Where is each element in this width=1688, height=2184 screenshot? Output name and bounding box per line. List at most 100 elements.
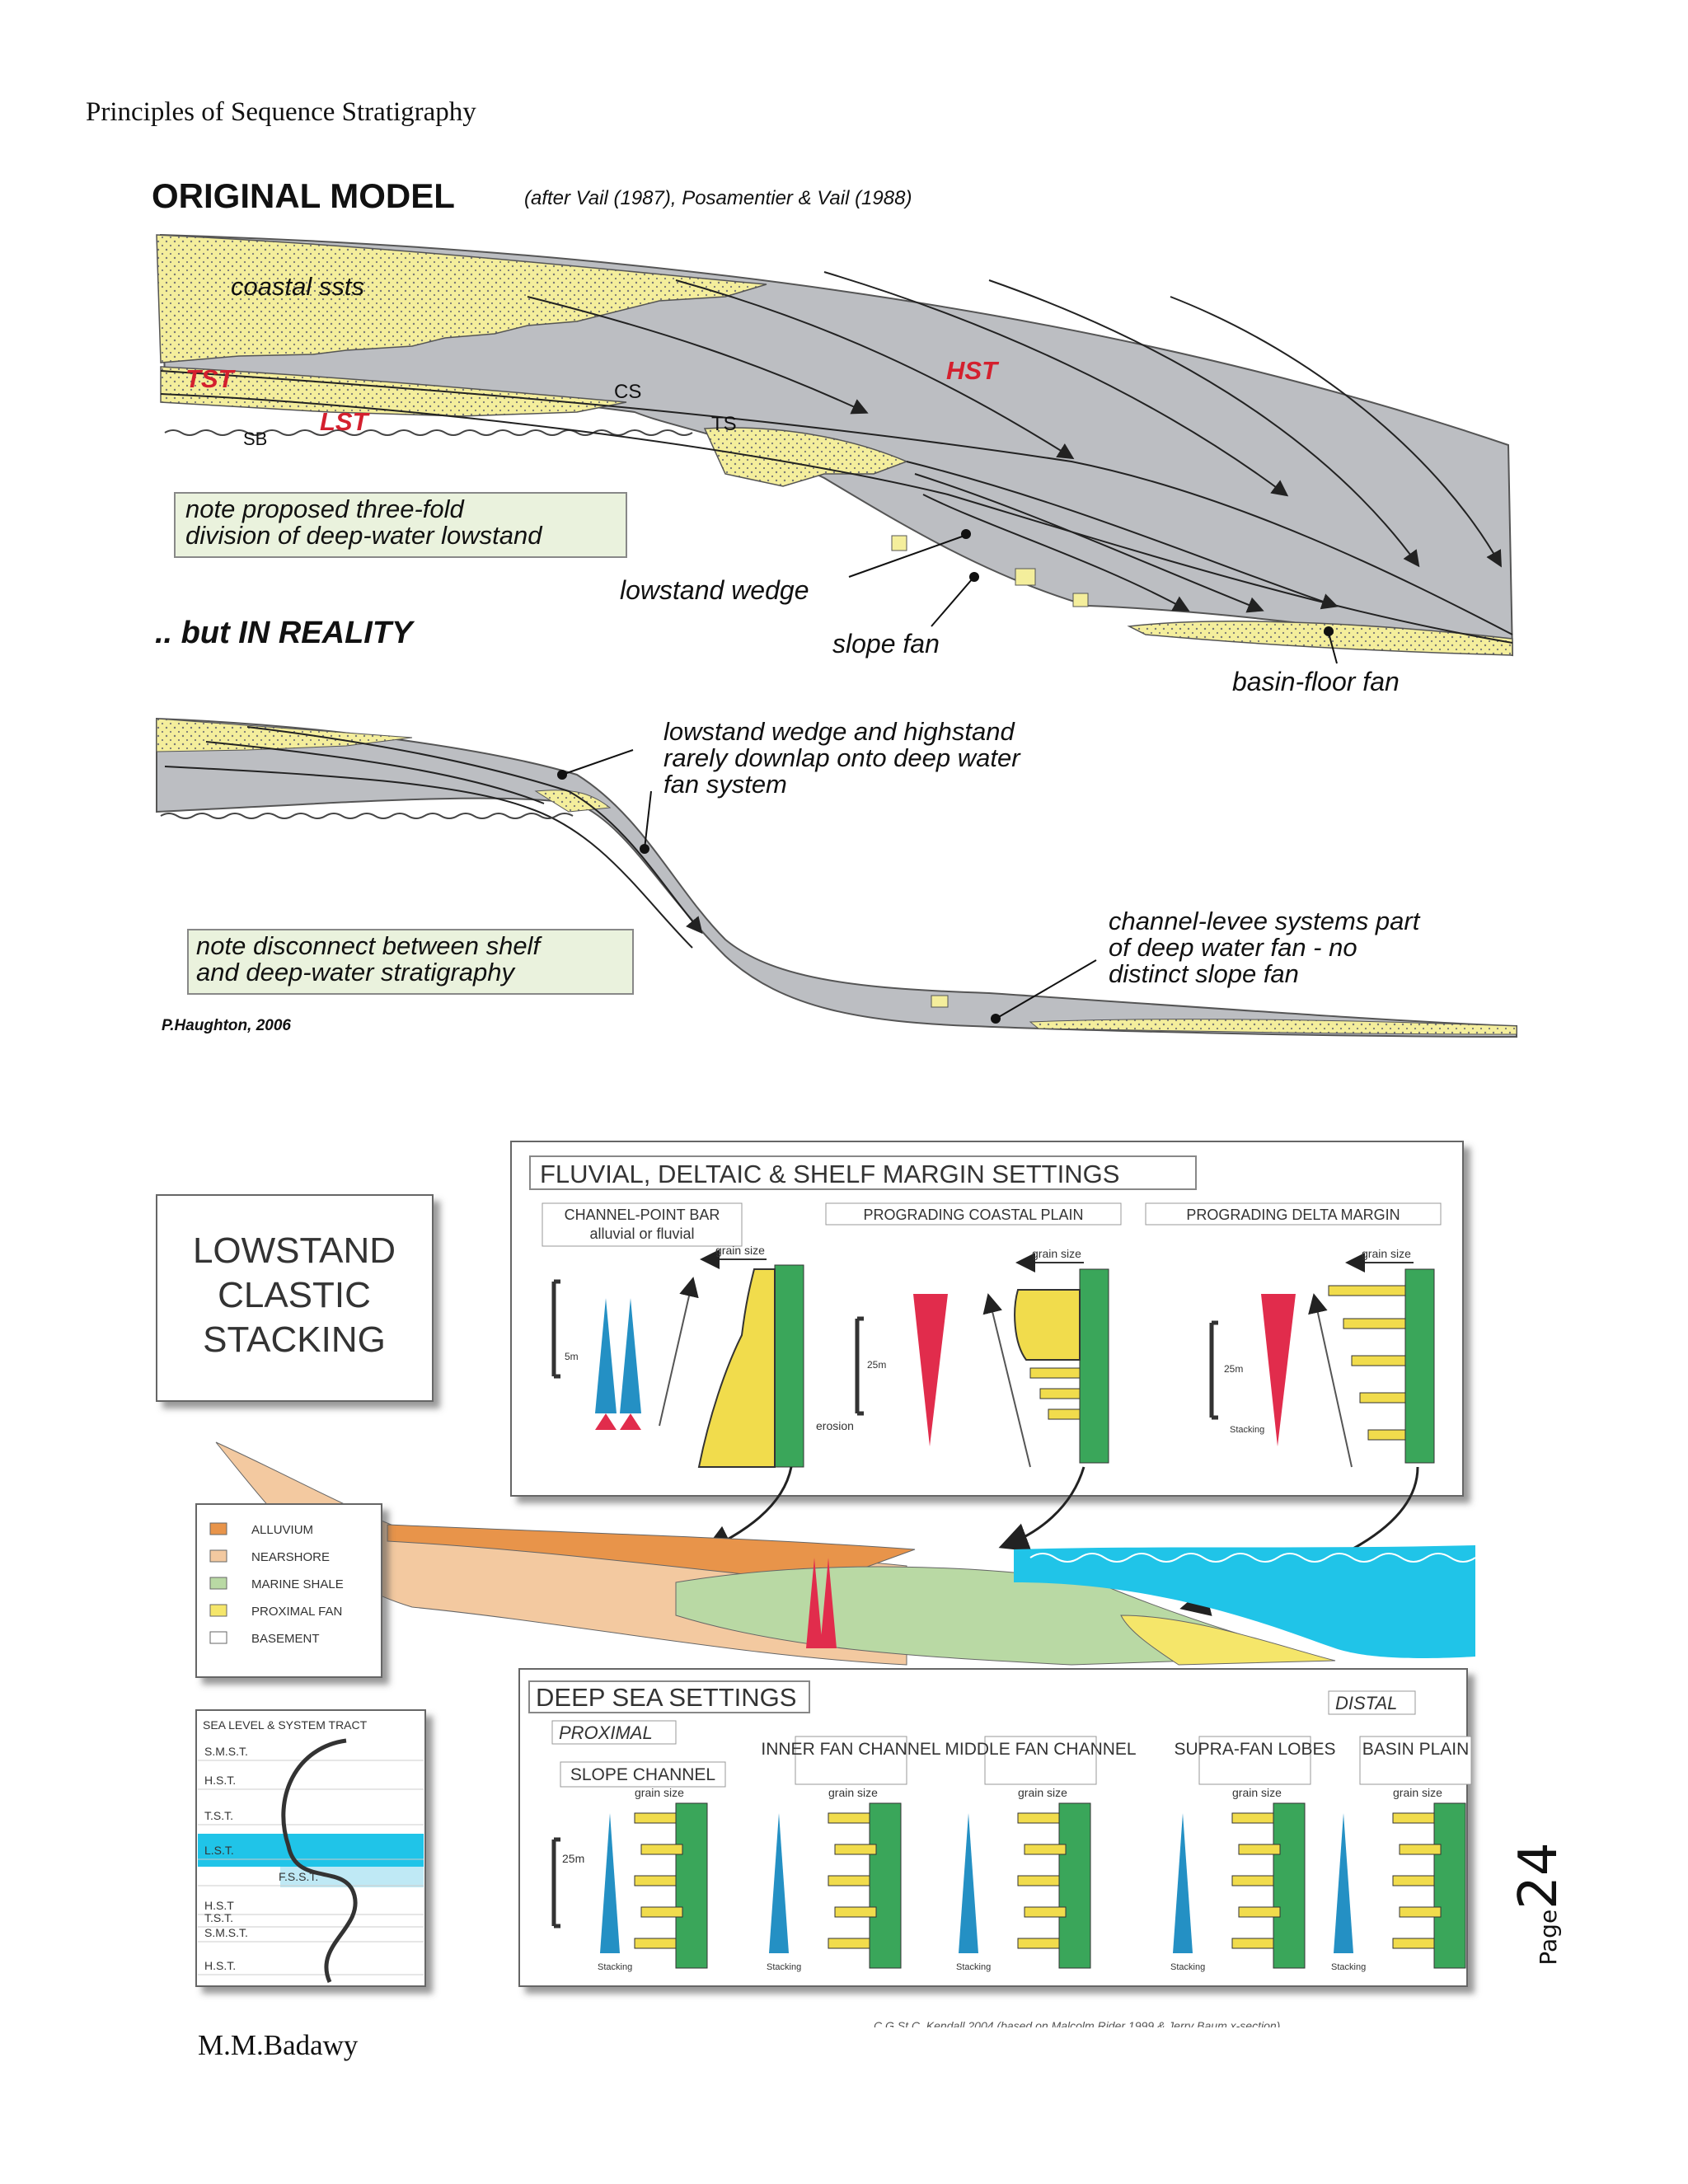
deep-col-label: SLOPE CHANNEL bbox=[570, 1765, 715, 1784]
yellow-bed bbox=[828, 1812, 870, 1824]
yellow-bed bbox=[834, 1844, 877, 1855]
note-box-disconnect bbox=[187, 929, 634, 995]
green-column bbox=[675, 1802, 708, 1969]
deep-col-frame bbox=[1359, 1736, 1472, 1785]
reality-note1-line1: lowstand wedge and highstand bbox=[663, 717, 1015, 746]
lst-band bbox=[198, 1834, 424, 1867]
blue-trend-triangle bbox=[1173, 1813, 1193, 1953]
downlap-arrows bbox=[527, 271, 1502, 613]
legend-label: ALLUVIUM bbox=[251, 1523, 313, 1537]
fig2-credit: C.G.St.C. Kendall 2004 (based on Malcolm… bbox=[874, 2019, 1280, 2027]
yellow-bed bbox=[634, 1812, 677, 1824]
tract-label: S.M.S.T. bbox=[204, 1745, 248, 1758]
legend-label: NEARSHORE bbox=[251, 1550, 330, 1564]
yellow-bed bbox=[828, 1875, 870, 1886]
yellow-bed bbox=[1017, 1938, 1060, 1949]
deep-sea-title-frame bbox=[528, 1680, 810, 1713]
yellow-bed bbox=[834, 1906, 877, 1918]
yellow-bed bbox=[1231, 1875, 1274, 1886]
yellow-bed bbox=[1238, 1906, 1281, 1918]
stacking-label: Stacking bbox=[956, 1962, 991, 1972]
lowstand-title-3: STACKING bbox=[203, 1319, 386, 1360]
label-lst: LST bbox=[320, 407, 371, 436]
col-prograding-delta-frame bbox=[1145, 1202, 1442, 1226]
reality-arrows bbox=[164, 726, 703, 949]
green-column bbox=[869, 1802, 902, 1969]
stacking-label: Stacking bbox=[1331, 1962, 1366, 1972]
tract-label: T.S.T. bbox=[204, 1911, 233, 1924]
label-ts: TS bbox=[711, 413, 737, 435]
reality-fan-sand bbox=[1029, 1019, 1517, 1035]
pointer-dot bbox=[557, 770, 567, 780]
slope-fan-blob bbox=[1015, 568, 1036, 586]
stacking-label: Stacking bbox=[598, 1962, 632, 1972]
grain-size-label: grain size bbox=[828, 1786, 878, 1799]
deep-col-frame bbox=[795, 1736, 907, 1785]
col-prograding-coastal: PROGRADING COASTAL PLAIN bbox=[863, 1207, 1083, 1223]
pointer-dot bbox=[1324, 626, 1334, 636]
grain-size-label: grain size bbox=[1393, 1786, 1442, 1799]
blue-trend-triangle bbox=[1334, 1813, 1353, 1953]
col-channel-point-bar-sub: alluvial or fluvial bbox=[589, 1226, 694, 1242]
label-slope-fan: slope fan bbox=[832, 629, 940, 658]
yellow-bed bbox=[1392, 1875, 1435, 1886]
reality-note1-line3: fan system bbox=[663, 770, 787, 799]
reality-channel-blob bbox=[931, 995, 949, 1008]
yellow-bed bbox=[634, 1875, 677, 1886]
deep-col-label: MIDDLE FAN CHANNEL bbox=[945, 1740, 1136, 1759]
lowstand-title-box bbox=[156, 1194, 434, 1402]
legend-swatch bbox=[209, 1522, 227, 1535]
tract-labels: S.M.S.T.H.S.T.T.S.T.L.S.T.F.S.S.T.H.S.TT… bbox=[198, 1745, 424, 1975]
surface-lines bbox=[160, 370, 1513, 644]
deep-col-frame bbox=[1198, 1736, 1311, 1785]
green-column bbox=[1273, 1802, 1306, 1969]
pointer-dot bbox=[991, 1014, 1001, 1024]
blue-trend-triangle bbox=[959, 1813, 978, 1953]
tract-label: T.S.T. bbox=[204, 1809, 233, 1822]
log-prograding-delta: 25m Stacking grain size bbox=[1209, 1247, 1435, 1468]
yellow-bed bbox=[640, 1844, 683, 1855]
legend-label: PROXIMAL FAN bbox=[251, 1605, 342, 1619]
cross-section bbox=[215, 1441, 1476, 1666]
scale-25m: 25m bbox=[562, 1852, 584, 1865]
yellow-bed bbox=[1231, 1812, 1274, 1824]
blue-trend-triangle bbox=[769, 1813, 789, 1953]
basin-floor-fan bbox=[1127, 621, 1513, 656]
grain-size-label: grain size bbox=[1362, 1247, 1411, 1260]
figure-lowstand-stacking: LOWSTAND CLASTIC STACKING FLUVIAL, DELTA… bbox=[156, 1141, 1476, 2027]
yellow-bed bbox=[1024, 1844, 1067, 1855]
stacking-label: Stacking bbox=[1170, 1962, 1205, 1972]
log-prograding-coastal: 25m grain size bbox=[855, 1247, 1109, 1468]
lowstand-title-1: LOWSTAND bbox=[193, 1230, 396, 1271]
yellow-bed bbox=[1238, 1844, 1281, 1855]
tract-label: H.S.T. bbox=[204, 1959, 236, 1972]
yellow-bed bbox=[1231, 1938, 1274, 1949]
label-basin-floor-fan: basin-floor fan bbox=[1232, 667, 1400, 696]
grain-size-label: grain size bbox=[1232, 1786, 1282, 1799]
col-channel-point-bar: CHANNEL-POINT BAR bbox=[565, 1207, 720, 1223]
yellow-bed bbox=[640, 1906, 683, 1918]
fig1-title: ORIGINAL MODEL bbox=[152, 176, 455, 215]
slope-fan-blob bbox=[891, 535, 907, 551]
fig1-credit: P.Haughton, 2006 bbox=[162, 1017, 291, 1034]
yellow-bed bbox=[828, 1938, 870, 1949]
stacking-label: Stacking bbox=[1230, 1425, 1264, 1435]
page-number: Page 24 bbox=[1508, 1842, 1640, 1965]
sea-level-curve bbox=[281, 1738, 358, 1984]
scale-25m: 25m bbox=[867, 1359, 886, 1371]
deep-col-label: SUPRA-FAN LOBES bbox=[1174, 1740, 1335, 1759]
col-prograding-coastal-frame bbox=[825, 1202, 1122, 1226]
fluvial-title-frame bbox=[529, 1155, 1197, 1190]
yellow-bed bbox=[1392, 1938, 1435, 1949]
note-box-three-fold bbox=[174, 492, 627, 558]
distal-label: DISTAL bbox=[1335, 1693, 1397, 1713]
document-header: Principles of Sequence Stratigraphy bbox=[86, 97, 476, 127]
col-prograding-delta: PROGRADING DELTA MARGIN bbox=[1186, 1207, 1400, 1223]
green-column bbox=[1058, 1802, 1091, 1969]
legend-swatch bbox=[209, 1577, 227, 1590]
yellow-bed bbox=[1392, 1812, 1435, 1824]
tract-label: H.S.T bbox=[204, 1899, 234, 1912]
grain-size-label: grain size bbox=[635, 1786, 684, 1799]
